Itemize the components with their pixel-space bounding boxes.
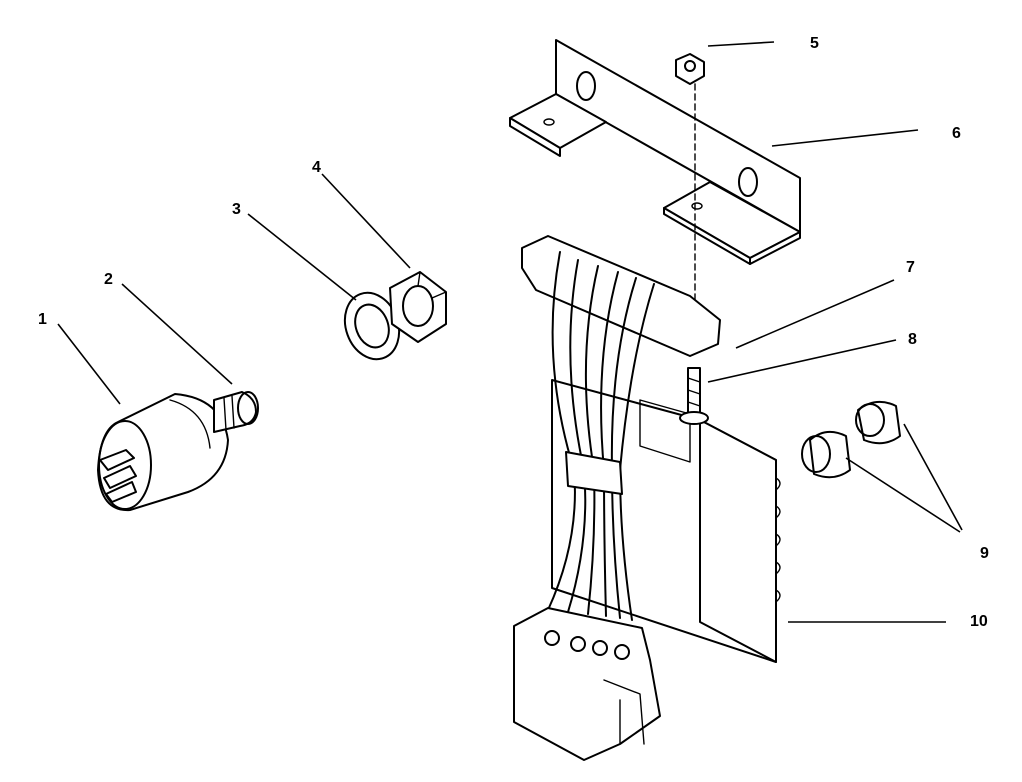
callout-label-6: 6 (952, 125, 961, 142)
callout-label-5: 5 (810, 35, 819, 52)
part-5-nut (675, 53, 705, 331)
callout-label-9: 9 (980, 545, 989, 562)
callout-label-7: 7 (906, 259, 915, 276)
part-6-bracket (509, 39, 801, 265)
leader-9a (845, 457, 961, 533)
part-8-screw (679, 367, 709, 425)
part-1-switch (97, 393, 229, 512)
leader-6 (771, 129, 919, 147)
leader-9b (903, 423, 963, 531)
leader-4 (321, 173, 411, 269)
part-2-shaft (213, 391, 259, 433)
leader-3 (247, 213, 357, 301)
leader-8 (707, 339, 897, 383)
leader-2 (121, 283, 233, 385)
callout-label-10: 10 (970, 613, 988, 630)
callout-label-3: 3 (232, 201, 241, 218)
callout-label-1: 1 (38, 311, 47, 328)
leader-5 (707, 41, 775, 47)
callout-leaders (57, 41, 963, 623)
callout-label-4: 4 (312, 159, 321, 176)
part-10-circuit-board (551, 379, 781, 663)
part-9-caps (801, 400, 901, 479)
callout-label-8: 8 (908, 331, 917, 348)
leader-7 (735, 279, 895, 349)
leader-1 (57, 323, 121, 405)
part-4-hex-nut (389, 271, 447, 343)
callout-label-2: 2 (104, 271, 113, 288)
part-7-wire-harness (513, 235, 721, 761)
